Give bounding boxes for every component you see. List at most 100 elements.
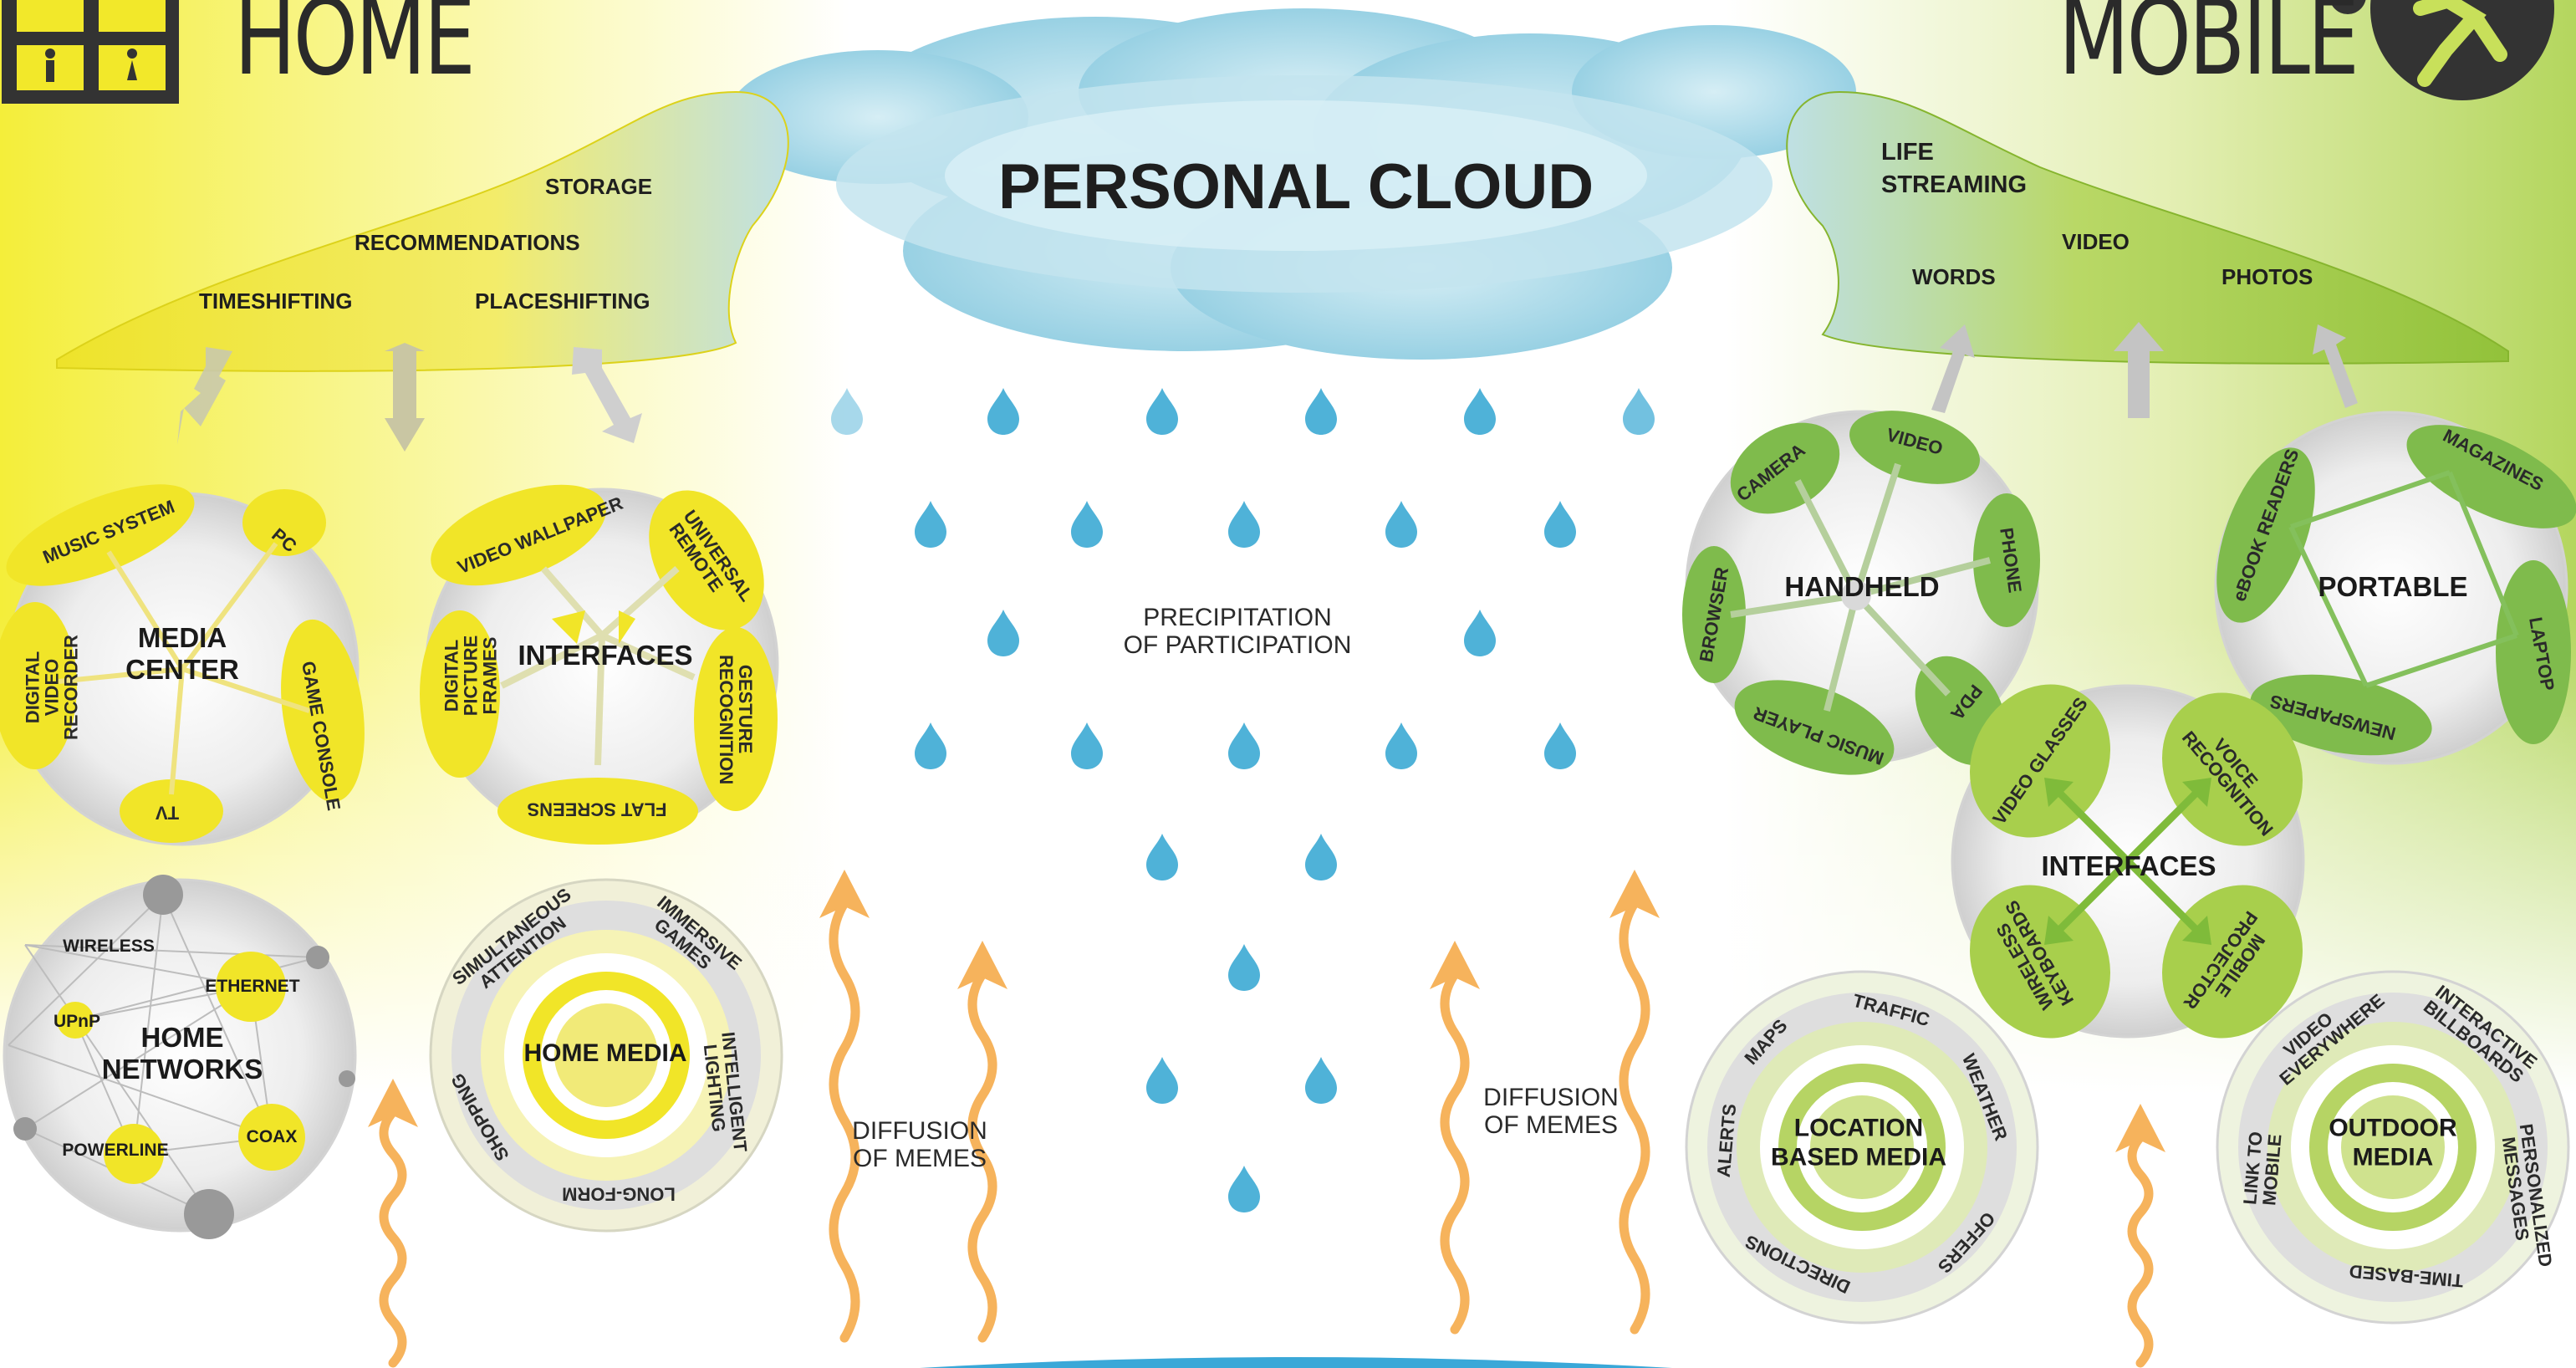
home-networks-circle [3, 875, 357, 1239]
meme-arrow-shaft [1619, 898, 1650, 1335]
meme-arrows [368, 870, 2165, 1368]
rain-drops [831, 388, 1655, 1212]
mobile-title: MOBILE [2058, 0, 2359, 99]
running-person-icon [2329, 0, 2554, 100]
water-line [920, 1357, 1672, 1368]
item-flat-screens: FLAT SCREENS [527, 799, 667, 820]
rain-drop [1544, 722, 1576, 769]
node-powerline: POWERLINE [62, 1141, 169, 1160]
rain-drop [1228, 1166, 1260, 1212]
rain-drop [1305, 388, 1337, 435]
service-timeshifting: TIMESHIFTING [199, 288, 353, 314]
mobile-up-arrows [1931, 322, 2358, 418]
node-wireless: WIRELESS [63, 937, 155, 956]
node-upnp: UPnP [53, 1012, 101, 1031]
meme-arrow-shaft [829, 898, 860, 1343]
item-digital-picture-frames: DIGITAL PICTURE FRAMES [441, 635, 501, 717]
rain-drop [831, 388, 863, 435]
home-title: HOME [234, 0, 476, 99]
meme-arrow-shaft [2127, 1132, 2154, 1368]
service-life: LIFE [1881, 139, 1934, 166]
rain-drop [987, 610, 1019, 656]
media-center-title-2: CENTER [125, 654, 239, 685]
personal-cloud-title: PERSONAL CLOUD [997, 151, 1594, 222]
mobile-interfaces-title: INTERFACES [2041, 850, 2216, 882]
home-interfaces-title: INTERFACES [518, 640, 693, 671]
meme-arrow-head [368, 1079, 418, 1127]
service-storage: STORAGE [545, 174, 653, 199]
outdoor-media-title-2: MEDIA [2352, 1143, 2434, 1171]
rain-drop [1623, 388, 1655, 435]
node-ethernet: ETHERNET [205, 977, 300, 996]
house-icon [2, 0, 179, 104]
rain-drop [1071, 722, 1103, 769]
portable-title: PORTABLE [2318, 571, 2468, 603]
handheld-circle [1682, 410, 2040, 775]
rain-drop [1385, 501, 1417, 548]
media-center-title-1: MEDIA [137, 622, 227, 654]
meme-arrow-head [957, 941, 1007, 989]
mobile-cloud-shape [1786, 90, 2509, 365]
home-up-arrows [177, 343, 642, 452]
service-streaming: STREAMING [1881, 171, 2027, 198]
personal-cloud-shape [727, 8, 1856, 360]
item-link-to-mobile: LINK TO MOBILE [2239, 1131, 2286, 1207]
rain-drop [1228, 501, 1260, 548]
location-media-title-2: BASED MEDIA [1770, 1143, 1947, 1171]
home-networks-title-2: NETWORKS [101, 1054, 263, 1085]
service-placeshifting: PLACESHIFTING [475, 288, 650, 314]
home-media-title: HOME MEDIA [523, 1039, 687, 1067]
outdoor-media-title: OUTDOOR MEDIA [2329, 1115, 2456, 1172]
rain-drop [915, 501, 946, 548]
item-gesture-recognition: GESTURE RECOGNITION [716, 655, 757, 785]
home-media-circle [429, 878, 783, 1233]
location-media-title: LOCATION BASED MEDIA [1771, 1115, 1946, 1172]
service-words: WORDS [1912, 264, 1996, 289]
meme-arrow-shaft [379, 1107, 407, 1368]
service-photos: PHOTOS [2221, 264, 2313, 289]
home-networks-title-1: HOME [140, 1022, 224, 1054]
media-center-title: MEDIA CENTER [125, 622, 239, 686]
rain-drop [1146, 1057, 1178, 1104]
rain-drop [1305, 1057, 1337, 1104]
outdoor-media-circle [2216, 970, 2570, 1325]
location-media-circle [1685, 970, 2039, 1325]
rain-drop [1146, 834, 1178, 881]
service-recommendations: RECOMMENDATIONS [355, 230, 580, 255]
meme-arrow-shaft [1440, 969, 1470, 1335]
rain-drop [987, 388, 1019, 435]
rain-drop [1305, 834, 1337, 881]
rain-drop [1464, 610, 1496, 656]
rain-drop [1464, 388, 1496, 435]
precipitation-label: PRECIPITATION OF PARTICIPATION [1112, 604, 1363, 659]
node-coax: COAX [246, 1127, 298, 1146]
home-cloud-shape [56, 90, 789, 372]
meme-arrow-shaft [967, 969, 997, 1343]
diffusion-left-label: DIFFUSION OF MEMES [836, 1117, 1003, 1172]
diffusion-left-line-2: OF MEMES [852, 1145, 987, 1172]
diffusion-right-line-1: DIFFUSION [1483, 1084, 1619, 1111]
home-networks-title: HOME NETWORKS [102, 1022, 263, 1085]
media-center-circle [0, 484, 365, 846]
rain-drop [1228, 722, 1260, 769]
portable-circle [2214, 411, 2576, 765]
meme-arrow-head [1430, 941, 1480, 989]
rain-drop [1544, 501, 1576, 548]
precipitation-line-2: OF PARTICIPATION [1123, 631, 1352, 659]
rain-drop [1385, 722, 1417, 769]
handheld-title: HANDHELD [1784, 571, 1940, 603]
diffusion-right-line-2: OF MEMES [1483, 1111, 1618, 1139]
diffusion-left-line-1: DIFFUSION [852, 1117, 987, 1145]
rain-drop [1146, 388, 1178, 435]
rain-drop [915, 722, 946, 769]
service-video: VIDEO [2062, 229, 2130, 254]
item-tv: TV [155, 802, 180, 824]
rain-drop [1071, 501, 1103, 548]
item-long-form: LONG-FORM [562, 1183, 676, 1205]
precipitation-line-1: PRECIPITATION [1143, 604, 1332, 631]
mobile-interfaces-circle [1951, 684, 2305, 1039]
location-media-title-1: LOCATION [1793, 1114, 1924, 1142]
rain-drop [1228, 944, 1260, 991]
